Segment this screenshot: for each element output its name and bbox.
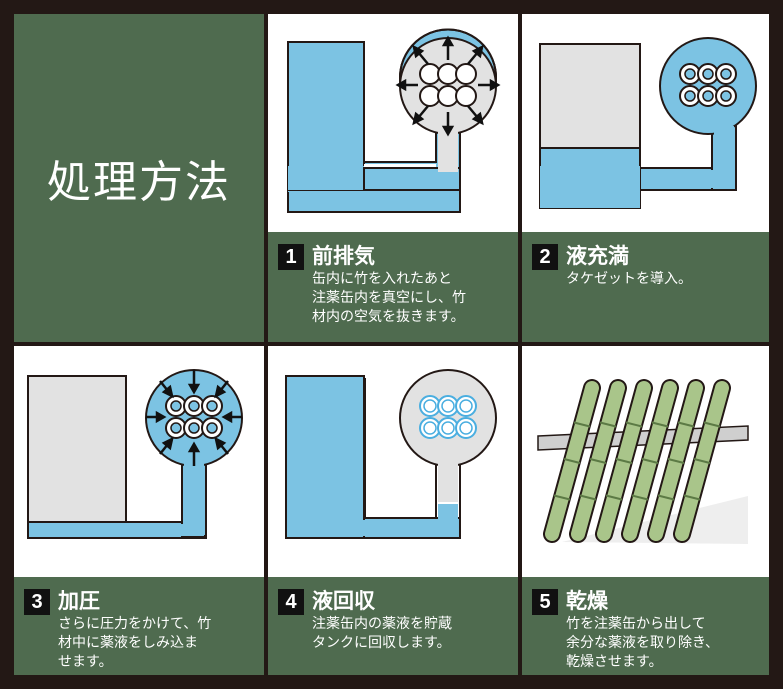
step-4-heading: 液回収 <box>312 589 375 613</box>
step-3-panel: 3 加圧 さらに圧力をかけて、竹 材中に薬液をしみ込ま せます。 <box>14 346 264 675</box>
bamboo-node <box>599 421 617 428</box>
step-1-illustration <box>287 28 501 213</box>
step-2-illustration <box>539 37 757 209</box>
step-1-heading: 前排気 <box>312 244 375 268</box>
step-3-heading: 加圧 <box>58 589 100 613</box>
diagram-title: 処理方法 <box>47 157 231 208</box>
bamboo-node <box>693 458 711 464</box>
step-1-number: 1 <box>278 244 304 270</box>
step-5-heading: 乾燥 <box>566 589 608 613</box>
step-2-caption: 2 液充満 タケゼットを導入。 <box>522 232 769 342</box>
bamboo-poles <box>543 379 731 543</box>
step-4-text: 注薬缶内の薬液を貯蔵 タンクに回収します。 <box>312 616 452 651</box>
bamboo-node <box>651 421 669 428</box>
bamboo-node <box>573 421 591 428</box>
bamboo-node <box>553 494 571 501</box>
step-5-number: 5 <box>532 589 558 615</box>
step-3-number: 3 <box>24 589 50 615</box>
title-panel: 処理方法 <box>14 14 264 342</box>
step-5-caption: 5 乾燥 竹を注薬缶から出して 余分な薬液を取り除き、 乾燥させます。 <box>522 577 769 675</box>
bamboo-node <box>641 458 659 464</box>
bamboo-node <box>579 494 597 501</box>
step-2-text: タケゼットを導入。 <box>566 271 692 287</box>
step-2-heading: 液充満 <box>566 244 629 268</box>
bamboo-node <box>657 494 675 501</box>
step-3-illustration <box>27 369 243 539</box>
step-5-text: 竹を注薬缶から出して 余分な薬液を取り除き、 乾燥させます。 <box>566 616 720 670</box>
bamboo-node <box>677 421 695 428</box>
step-4-illustration <box>285 369 497 539</box>
step-1-panel: 1 前排気 缶内に竹を入れたあと 注薬缶内を真空にし、竹 材内の空気を抜きます。 <box>268 14 518 342</box>
bamboo-node <box>703 421 721 428</box>
step-4-number: 4 <box>278 589 304 615</box>
step-2-panel: 2 液充満 タケゼットを導入。 <box>522 14 769 342</box>
step-2-number: 2 <box>532 244 558 270</box>
step-5-illustration <box>537 379 749 544</box>
bamboo-node <box>625 421 643 428</box>
bamboo-node <box>667 458 685 464</box>
step-3-text: さらに圧力をかけて、竹 材中に薬液をしみ込ま せます。 <box>58 616 212 670</box>
step-1-text: 缶内に竹を入れたあと 注薬缶内を真空にし、竹 材内の空気を抜きます。 <box>312 271 466 325</box>
bamboo-node <box>605 494 623 501</box>
step-5-panel: 5 乾燥 竹を注薬缶から出して 余分な薬液を取り除き、 乾燥させます。 <box>522 346 769 675</box>
bamboo-node <box>563 458 581 464</box>
bamboo-node <box>631 494 649 501</box>
bamboo-node <box>683 494 701 501</box>
bamboo-node <box>615 458 633 464</box>
step-1-caption: 1 前排気 缶内に竹を入れたあと 注薬缶内を真空にし、竹 材内の空気を抜きます。 <box>268 232 518 342</box>
bamboo-node <box>589 458 607 464</box>
step-3-caption: 3 加圧 さらに圧力をかけて、竹 材中に薬液をしみ込ま せます。 <box>14 577 264 675</box>
step-4-panel: 4 液回収 注薬缶内の薬液を貯蔵 タンクに回収します。 <box>268 346 518 675</box>
step-4-caption: 4 液回収 注薬缶内の薬液を貯蔵 タンクに回収します。 <box>268 577 518 675</box>
